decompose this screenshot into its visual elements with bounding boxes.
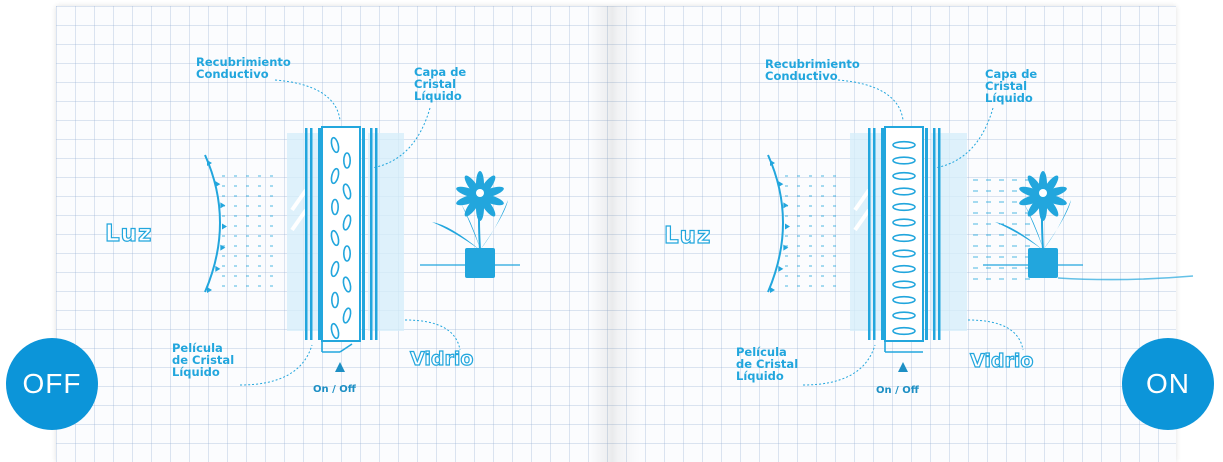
left-on-off-label: On / Off [313,384,356,395]
right-crystal-molecule [892,311,916,320]
right-crystal-molecule [892,249,916,258]
left-switch-lever-open [339,343,353,353]
right-crystal-molecule [892,326,916,336]
right-light-label: Luz [663,223,712,249]
right-conductive-line [933,128,936,340]
left-light-ray-marker [220,244,226,251]
left-light-ray-marker [207,160,212,166]
right-conductive-line [873,128,876,340]
left-leader-glass [404,319,461,351]
left-glass-label: Vidrio [409,348,474,370]
left-crystal-molecule [330,291,339,309]
left-flower-pot [465,248,495,278]
right-illustration [767,79,1194,386]
right-light-ray-marker [783,202,789,209]
left-conductive-line [310,128,313,340]
on-badge: ON [1122,338,1214,430]
right-switch-arrow [898,362,908,372]
right-flower-petal [1027,194,1045,217]
right-conductive-line [925,128,928,340]
right-flower-pot [1028,248,1058,278]
left-flower-petal [456,186,482,198]
right-glass-label: Vidrio [969,350,1034,372]
right-conductive-line [938,128,941,340]
left-liquid-crystal-chamber [321,126,361,342]
left-illustration [204,79,520,386]
left-crystal-molecule [342,245,351,262]
off-badge: OFF [6,338,98,430]
right-liquid-crystal-layer-label: Capa de Cristal Líquido [985,67,1038,106]
left-crystal-molecule [330,167,340,185]
left-leader-conductive [274,79,341,121]
right-leader-conductive [837,79,904,121]
right-flower-petal [1019,186,1045,198]
right-plant-shadow [1057,275,1194,281]
left-crystal-molecule [342,152,351,169]
right-light-ray-marker [770,287,775,293]
left-plant-leaf [432,222,480,250]
right-crystal-molecule [892,295,916,305]
right-conductive-line [881,128,884,340]
left-crystal-molecule [342,276,352,293]
left-flower-center [476,189,484,197]
right-crystal-molecule [892,140,916,150]
left-conductive-line [318,128,321,340]
left-crystal-molecule [330,198,339,216]
right-light-ray-marker [778,265,784,272]
right-crystal-molecule [892,202,916,212]
left-leader-film [239,344,313,386]
right-crystal-molecule [892,171,916,181]
left-crystal-molecule [342,183,352,200]
left-light-ray-marker [207,287,212,293]
right-light-ray-marker [770,160,775,166]
right-crystal-molecule [892,218,916,227]
left-crystal-molecule [330,260,340,278]
left-light-ray-marker [215,181,221,188]
left-light-source-arc [204,154,221,293]
right-crystal-molecule [892,233,916,243]
left-light-ray-marker [215,265,221,272]
left-conductive-line [362,128,365,340]
left-crystal-molecule [330,136,340,154]
notebook-grid-paper [56,6,1176,462]
right-liquid-crystal-film-label: Película de Cristal Líquido [736,345,799,384]
right-light-ray-marker [783,244,789,251]
left-crystal-molecule [342,214,352,231]
right-conductive-line [868,128,871,340]
right-light-ray-marker [778,181,784,188]
right-crystal-molecule [892,280,916,289]
left-liquid-crystal-film-label: Película de Cristal Líquido [172,341,235,380]
left-liquid-crystal-layer-label: Capa de Cristal Líquido [414,65,467,104]
left-crystal-molecule [330,322,340,340]
left-light-ray-marker [220,202,226,209]
right-glass-plate-back [931,133,967,331]
right-flower-center [1039,189,1047,197]
right-crystal-molecule [892,156,916,165]
left-conductive-line [370,128,373,340]
left-flower-petal [478,194,504,206]
right-leader-film [802,344,876,386]
left-switch-arrow [335,362,345,372]
right-conductive-coating-label: Recubrimiento Conductivo [765,57,860,84]
right-crystal-molecule [892,187,916,196]
right-crystal-molecule [892,264,916,274]
left-light-label: Luz [104,221,153,247]
left-conductive-line [375,128,378,340]
left-conductive-line [305,128,308,340]
left-conductive-coating-label: Recubrimiento Conductivo [196,55,291,82]
left-crystal-molecule [342,307,352,324]
right-leader-glass [967,319,1024,351]
left-crystal-molecule [330,229,340,247]
right-flower-petal [1041,194,1067,206]
left-flower-petal [464,194,482,217]
right-glass-glare [853,188,871,232]
left-glass-glare [290,188,308,232]
left-glass-plate-back [368,133,404,331]
right-on-off-label: On / Off [876,385,919,396]
right-light-source-arc [767,154,784,293]
